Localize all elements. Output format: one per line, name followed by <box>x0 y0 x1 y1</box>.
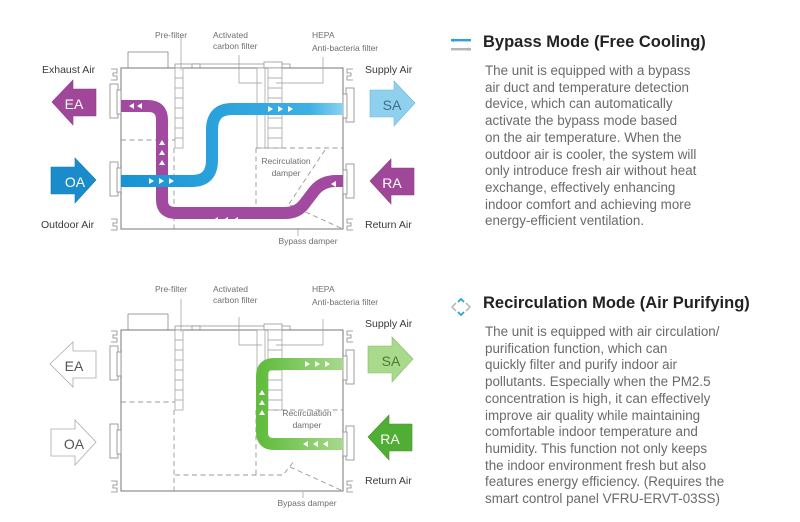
description-line: indoor comfort and achieving more <box>485 196 692 212</box>
supply-air-duct <box>121 103 343 187</box>
hepa-label-2: Anti-bacteria filter <box>312 297 378 307</box>
description-line: The unit is equipped with air circulatio… <box>485 324 720 339</box>
description-line: device, which can automatically <box>485 96 673 112</box>
carbon-filter-label-1: Activated <box>213 284 248 294</box>
top-housing-box <box>127 51 169 69</box>
top-housing-box <box>127 313 169 331</box>
return-air-arrow <box>367 414 413 461</box>
supply-air-label: Supply Air <box>365 318 413 330</box>
description-line: improve air quality while maintaining <box>485 407 701 423</box>
pre-filter <box>174 67 184 149</box>
return-air-label: Return Air <box>365 219 412 231</box>
outdoor-air-arrow <box>50 157 97 204</box>
recirculation-arrows-icon <box>450 297 472 317</box>
description-line: only introduce fresh air without heat <box>485 163 697 179</box>
description-line: exchange, effectively enhancing <box>485 179 676 195</box>
recirculation-damper-label-2: damper <box>272 168 301 178</box>
carbon-filter-label-2: carbon filter <box>213 41 258 51</box>
bypass-diagram-svg: EA OA SA RA Pre-filter Activated carbon … <box>41 30 416 246</box>
hepa-label-2: Anti-bacteria filter <box>312 43 378 53</box>
bypass-mode-title: Bypass Mode (Free Cooling) <box>483 33 706 51</box>
recirculation-damper-label-1: Recirculation <box>282 408 331 418</box>
carbon-filter-label-1: Activated <box>213 30 248 40</box>
supply-air-arrow <box>367 336 414 383</box>
outdoor-air-label: Outdoor Air <box>41 219 95 231</box>
recirculation-mode-diagram: EA OA SA RA Pre-filter Activated carbon … <box>0 262 440 522</box>
sa-badge: SA <box>382 353 401 369</box>
recirculation-diagram-svg: EA OA SA RA Pre-filter Activated carbon … <box>49 284 414 508</box>
oa-badge: OA <box>65 174 86 190</box>
recirculation-mode-title: Recirculation Mode (Air Purifying) <box>483 294 750 312</box>
hepa-label-1: HEPA <box>312 284 335 294</box>
description-line: on the air temperature. When the <box>485 129 682 145</box>
recirculation-mode-description: The unit is equipped with air circulatio… <box>485 324 785 508</box>
oa-badge: OA <box>64 436 85 452</box>
pre-filter-label: Pre-filter <box>155 284 187 294</box>
exhaust-air-duct <box>121 100 343 219</box>
description-line: concentration is high, it can effectivel… <box>485 390 711 406</box>
description-line: comfortable indoor temperature and <box>485 424 698 440</box>
ra-badge: RA <box>382 175 402 191</box>
description-line: pollutants. Especially when the PM2.5 <box>485 374 711 390</box>
exhaust-air-arrow <box>49 341 97 388</box>
carbon-filter-label-2: carbon filter <box>213 295 258 305</box>
description-line: purification function, which can <box>485 340 668 356</box>
ra-badge: RA <box>380 431 400 447</box>
description-line: outdoor air is cooler, the system will <box>485 146 697 162</box>
recirculation-damper-label-1: Recirculation <box>261 156 310 166</box>
return-air-arrow <box>369 158 415 205</box>
hepa-label-1: HEPA <box>312 30 335 40</box>
unit-body <box>120 329 344 492</box>
pre-filter-label: Pre-filter <box>155 30 187 40</box>
exhaust-air-arrow <box>51 79 97 126</box>
description-line: activate the bypass mode based <box>485 113 678 129</box>
description-line: features energy efficiency. (Requires th… <box>485 474 725 490</box>
description-line: The unit is equipped with a bypass <box>485 63 691 78</box>
ea-badge: EA <box>65 96 84 112</box>
exhaust-air-label: Exhaust Air <box>42 64 96 76</box>
description-line: the indoor environment fresh but also <box>485 457 707 473</box>
description-line: smart control panel VFRU-ERVT-03SS) <box>485 491 720 507</box>
bypass-damper-label: Bypass damper <box>278 236 337 246</box>
bypass-damper-label: Bypass damper <box>277 498 336 508</box>
description-line: air duct and temperature detection <box>485 79 689 95</box>
outdoor-air-arrow <box>50 419 97 467</box>
recirculation-damper-label-2: damper <box>293 420 322 430</box>
bypass-lines-icon <box>451 38 471 52</box>
description-line: humidity. This function not only keeps <box>485 440 708 456</box>
bypass-mode-diagram: EA OA SA RA Pre-filter Activated carbon … <box>0 0 440 260</box>
sa-badge: SA <box>383 97 402 113</box>
supply-air-arrow <box>369 80 416 127</box>
pre-filter <box>174 329 184 411</box>
description-line: energy-efficient ventilation. <box>485 213 645 229</box>
supply-air-label: Supply Air <box>365 64 413 76</box>
return-air-label: Return Air <box>365 475 412 487</box>
ea-badge: EA <box>65 358 84 374</box>
bypass-mode-description: The unit is equipped with a bypass air d… <box>485 63 785 230</box>
description-line: quickly filter and purify indoor air <box>485 357 678 373</box>
